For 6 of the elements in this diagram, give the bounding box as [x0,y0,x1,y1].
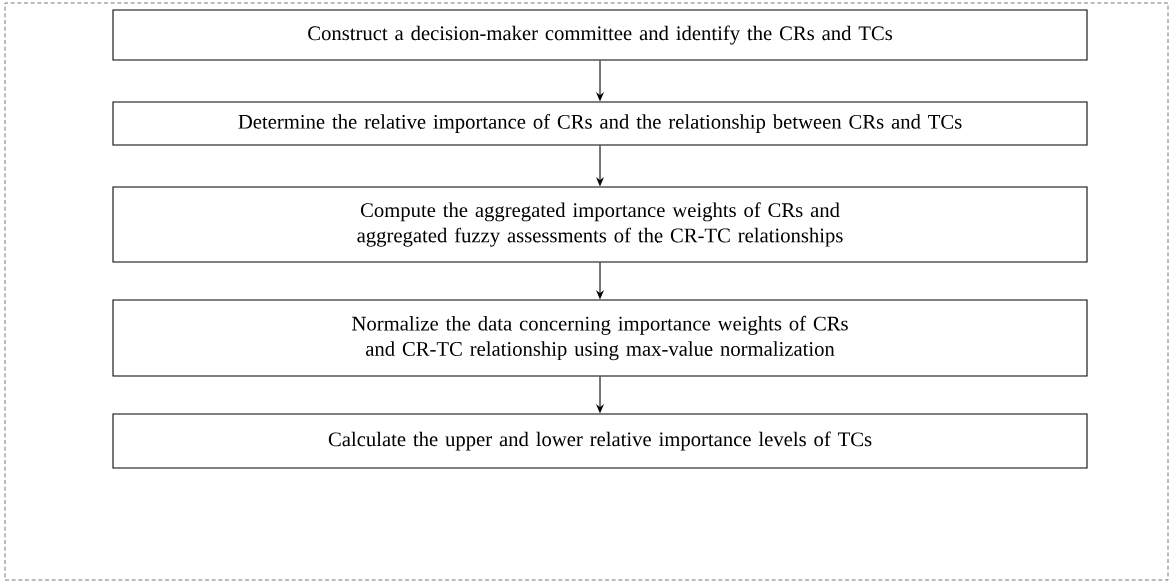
process-box: Calculate the upper and lower relative importance levels of TCs [112,413,1088,469]
process-box: Compute the aggregated importance weights of CRs and aggregated fuzzy assessments of the CR-TC relationships [112,186,1088,263]
group-frame [4,2,1169,581]
process-box: Normalize the data concerning importance weights of CRs and CR-TC relationship using max-value normalization [112,299,1088,377]
process-box: Construct a decision-maker committee and identify the CRs and TCs [112,9,1088,61]
process-box: Determine the relative importance of CRs and the relationship between CRs and TCs [112,101,1088,146]
